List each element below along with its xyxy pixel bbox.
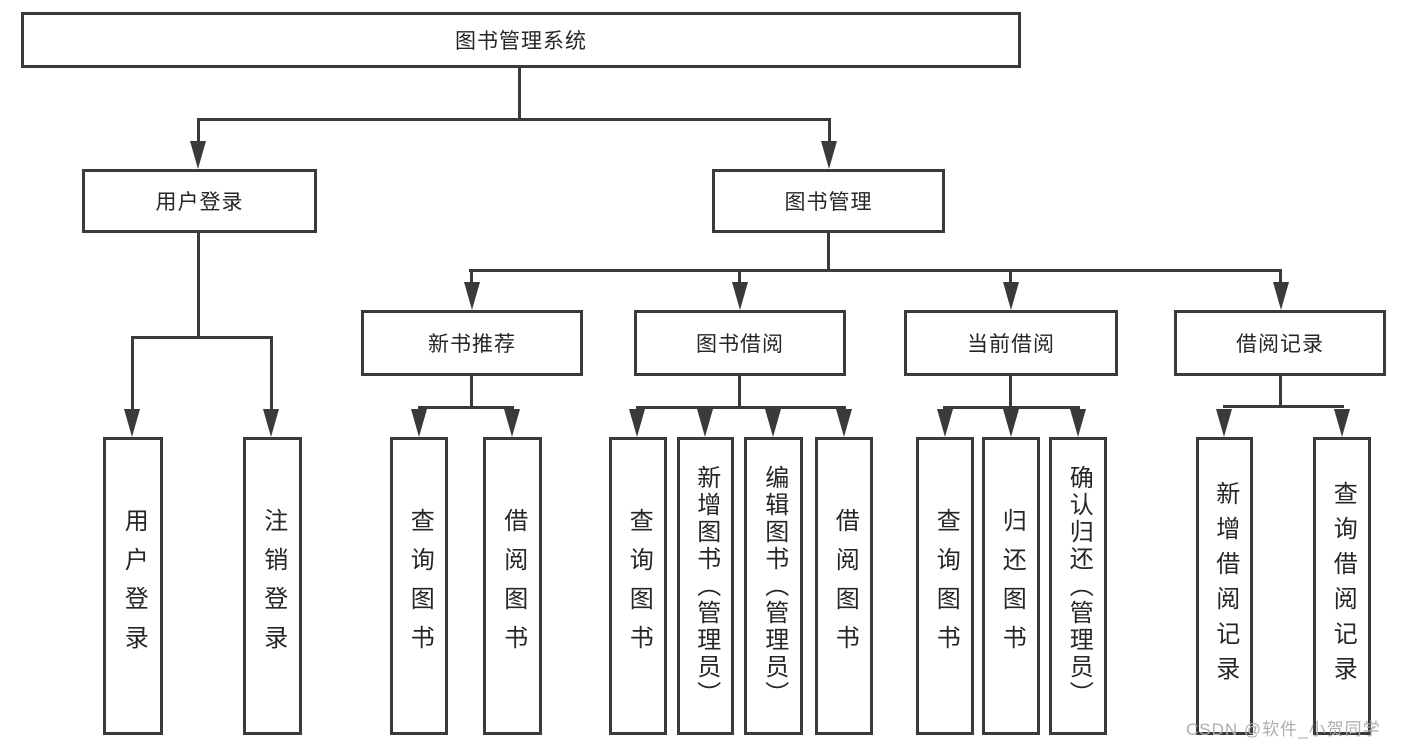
connector-bookmgmt-stub-2 (738, 269, 741, 284)
node-borrowing-records-label: 借阅记录 (1236, 333, 1324, 356)
node-user-login: 用户登录 (82, 169, 317, 233)
connector-userlogin-vline (197, 233, 200, 336)
leaf-return-books: 归还图书 (982, 437, 1040, 735)
connector-bookmgmt-vline (827, 233, 830, 272)
arrow-down-icon (411, 409, 427, 437)
arrow-down-icon (1003, 409, 1019, 437)
connector-root-vline (518, 66, 521, 118)
csdn-watermark: CSDN @软件_小贺同学 (1186, 720, 1381, 739)
leaf-query-books-current-label: 查询图书 (932, 508, 960, 664)
node-user-login-label: 用户登录 (155, 191, 244, 214)
node-root-library-management-system: 图书管理系统 (21, 12, 1021, 68)
connector-recommend-hline (418, 406, 514, 409)
leaf-query-borrow-record-label: 查询借阅记录 (1329, 481, 1357, 691)
node-root-label: 图书管理系统 (455, 30, 587, 53)
connector-borrowing-hline (636, 406, 846, 409)
arrow-down-icon (1334, 409, 1350, 437)
leaf-logout: 注销登录 (243, 437, 302, 735)
node-book-management: 图书管理 (712, 169, 945, 233)
arrow-down-icon (504, 409, 520, 437)
arrow-down-icon (765, 409, 781, 437)
arrow-down-icon (124, 409, 140, 437)
connector-userlogin-hline (131, 336, 273, 339)
leaf-user-login-label: 用户登录 (120, 508, 148, 664)
leaf-borrow-books: 借阅图书 (815, 437, 873, 735)
connector-recommend-vline (470, 376, 473, 409)
leaf-borrow-books-recommend: 借阅图书 (483, 437, 542, 735)
connector-root-hline (197, 118, 831, 121)
leaf-add-books-admin-label: 新增图书（管理员） (692, 464, 720, 708)
leaf-add-books-admin: 新增图书（管理员） (677, 437, 734, 735)
connector-root-stub-left (197, 118, 200, 144)
leaf-add-borrow-record-label: 新增借阅记录 (1211, 481, 1239, 691)
arrow-down-icon (464, 282, 480, 310)
leaf-borrow-books-label: 借阅图书 (831, 508, 859, 664)
leaf-user-login: 用户登录 (103, 437, 163, 735)
arrow-down-icon (1273, 282, 1289, 310)
leaf-return-books-label: 归还图书 (998, 508, 1026, 664)
leaf-query-books-current: 查询图书 (916, 437, 974, 735)
connector-current-hline (943, 406, 1080, 409)
connector-userlogin-stub-right (270, 336, 273, 410)
node-borrowing-records: 借阅记录 (1174, 310, 1386, 376)
node-book-borrowing-label: 图书借阅 (696, 333, 784, 356)
arrow-down-icon (937, 409, 953, 437)
arrow-down-icon (697, 409, 713, 437)
connector-records-hline (1223, 405, 1344, 408)
node-new-book-recommendation: 新书推荐 (361, 310, 583, 376)
arrow-down-icon (263, 409, 279, 437)
connector-borrowing-vline (738, 376, 741, 409)
arrow-down-icon (1216, 409, 1232, 437)
leaf-query-books-recommend-label: 查询图书 (406, 508, 434, 664)
connector-current-vline (1009, 376, 1012, 409)
connector-userlogin-stub-left (131, 336, 134, 410)
connector-bookmgmt-hline (469, 269, 1282, 272)
node-book-borrowing: 图书借阅 (634, 310, 846, 376)
node-new-book-recommendation-label: 新书推荐 (428, 333, 516, 356)
leaf-borrow-books-recommend-label: 借阅图书 (499, 508, 527, 664)
leaf-confirm-return-admin: 确认归还（管理员） (1049, 437, 1107, 735)
connector-records-vline (1279, 376, 1282, 408)
leaf-query-borrow-record: 查询借阅记录 (1313, 437, 1371, 735)
leaf-query-books-borrowing-label: 查询图书 (625, 508, 653, 664)
connector-bookmgmt-stub-3 (1009, 269, 1012, 284)
leaf-query-books-borrowing: 查询图书 (609, 437, 667, 735)
leaf-confirm-return-admin-label: 确认归还（管理员） (1065, 464, 1093, 708)
connector-bookmgmt-stub-1 (470, 269, 473, 284)
arrow-down-icon (836, 409, 852, 437)
leaf-edit-books-admin-label: 编辑图书（管理员） (760, 464, 788, 708)
arrow-down-icon (629, 409, 645, 437)
node-current-borrowing-label: 当前借阅 (967, 333, 1055, 356)
leaf-add-borrow-record: 新增借阅记录 (1196, 437, 1253, 735)
leaf-edit-books-admin: 编辑图书（管理员） (744, 437, 803, 735)
node-current-borrowing: 当前借阅 (904, 310, 1118, 376)
leaf-logout-label: 注销登录 (259, 508, 287, 664)
arrow-down-icon (732, 282, 748, 310)
connector-bookmgmt-stub-4 (1279, 269, 1282, 284)
arrow-down-icon (190, 141, 206, 169)
arrow-down-icon (821, 141, 837, 169)
leaf-query-books-recommend: 查询图书 (390, 437, 448, 735)
arrow-down-icon (1003, 282, 1019, 310)
arrow-down-icon (1070, 409, 1086, 437)
connector-root-stub-right (828, 118, 831, 144)
node-book-management-label: 图书管理 (784, 191, 873, 214)
